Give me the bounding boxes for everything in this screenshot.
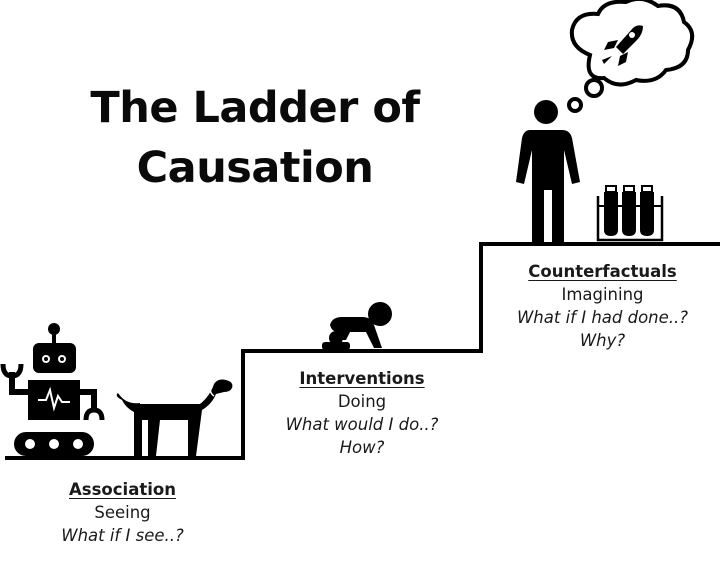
robot-icon xyxy=(0,323,105,456)
rung-activity: Seeing xyxy=(94,503,151,522)
person-icon xyxy=(516,100,580,242)
rung-question: What if I had done..? xyxy=(516,308,689,327)
crawling-baby-icon xyxy=(322,302,392,350)
title-line-2: Causation xyxy=(136,143,374,193)
page-title: The Ladder of Causation xyxy=(60,78,450,198)
rung-interventions: Interventions Doing What would I do..? H… xyxy=(252,367,472,459)
rung-why: Why? xyxy=(579,331,626,350)
title-line-1: The Ladder of xyxy=(90,83,420,133)
rocket-icon xyxy=(602,25,643,66)
rung-heading: Interventions xyxy=(299,369,425,388)
rung-activity: Doing xyxy=(337,392,387,411)
rung-association: Association Seeing What if I see..? xyxy=(20,478,225,547)
dog-icon xyxy=(116,379,233,456)
rung-counterfactuals: Counterfactuals Imagining What if I had … xyxy=(490,260,715,352)
thought-bubble-icon xyxy=(567,0,695,113)
rung-heading: Association xyxy=(69,480,176,499)
staircase-line xyxy=(5,242,720,460)
rung-question: What if I see..? xyxy=(61,526,184,545)
rung-heading: Counterfactuals xyxy=(528,262,677,281)
rung-why: How? xyxy=(339,438,385,457)
test-tubes-icon xyxy=(596,185,664,242)
rung-question: What would I do..? xyxy=(285,415,439,434)
rung-activity: Imagining xyxy=(561,285,644,304)
